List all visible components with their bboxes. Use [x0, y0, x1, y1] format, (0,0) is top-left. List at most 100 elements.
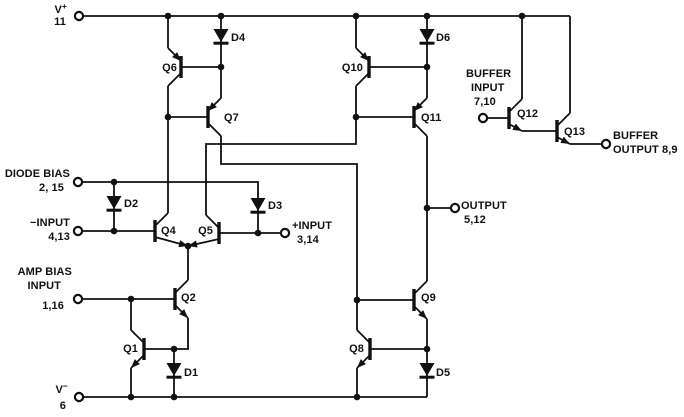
- transistor-label: Q10: [342, 62, 363, 74]
- junction-dot: [170, 345, 178, 353]
- terminal-pin-numbers: 3,14: [297, 234, 320, 246]
- diode-d5: D5: [419, 363, 450, 379]
- terminal-output: OUTPUT 5,12: [449, 200, 507, 226]
- wire: [220, 136, 358, 330]
- junction-dot: [127, 393, 135, 401]
- diode-d6: D6: [419, 29, 450, 45]
- terminal-circle-icon: [600, 138, 612, 150]
- diode-d4: D4: [213, 29, 246, 45]
- transistor-q6: Q6: [162, 47, 221, 87]
- terminal-plus-input: +INPUT 3,14: [279, 220, 332, 246]
- diode-anode-triangle-icon: [213, 29, 229, 42]
- junction-dot: [423, 345, 431, 353]
- npn-emitter-arrow-icon: [512, 123, 522, 131]
- diode-label: D5: [436, 367, 450, 379]
- collector-lead: [207, 122, 222, 137]
- terminal-diode-bias: DIODE BIAS 2, 15: [5, 168, 84, 194]
- diode-d1: D1: [166, 363, 198, 379]
- terminal-pin-numbers: 6: [60, 400, 66, 412]
- terminal-label: INPUT: [28, 280, 62, 292]
- terminal-label: +INPUT: [292, 220, 332, 232]
- junction-dot: [352, 12, 360, 20]
- npn-emitter-arrow-icon: [131, 359, 140, 368]
- transistor-q4: Q4: [82, 212, 189, 248]
- transistor-q12: Q12: [487, 98, 538, 132]
- pnp-emitter-arrow-icon: [208, 102, 217, 111]
- wire: [175, 318, 189, 350]
- transistor-label: Q7: [224, 112, 239, 124]
- terminal-pin-numbers: 2, 15: [39, 182, 64, 194]
- terminal-circle-icon: [279, 227, 291, 239]
- npn-emitter-arrow-icon: [357, 359, 366, 368]
- terminal-pin-numbers: 5,12: [464, 214, 486, 226]
- transistor-q7: Q7: [168, 97, 239, 137]
- terminal-v-plus: V+11: [54, 1, 85, 28]
- junction-dot: [254, 229, 262, 237]
- wire: [82, 181, 259, 233]
- transistor-label: Q13: [564, 126, 585, 138]
- diode-label: D2: [124, 198, 138, 210]
- terminal-circle-icon: [449, 202, 461, 214]
- junction-dot: [164, 12, 172, 20]
- diode-d2: D2: [106, 196, 138, 212]
- terminal-label: OUTPUT: [461, 200, 507, 212]
- junction-dot: [110, 227, 118, 235]
- terminal-circle-icon: [73, 391, 85, 403]
- collector-lead: [556, 112, 571, 127]
- collector-lead: [154, 212, 169, 227]
- transistor-label: Q1: [123, 343, 138, 355]
- transistor-label: Q8: [349, 343, 364, 355]
- npn-emitter-arrow-icon: [560, 136, 570, 144]
- collector-lead: [355, 72, 370, 87]
- terminal-circle-icon: [73, 10, 85, 22]
- terminal-label: V−: [55, 381, 68, 396]
- junction-dot: [353, 296, 361, 304]
- junction-dot: [217, 12, 225, 20]
- junction-dot: [423, 204, 431, 212]
- transistor-q11: Q11: [356, 97, 442, 137]
- diode-label: D1: [184, 367, 198, 379]
- diode-anode-triangle-icon: [419, 29, 435, 42]
- junction-dot: [353, 393, 361, 401]
- collector-lead: [413, 122, 428, 137]
- wire: [205, 117, 357, 215]
- terminal-label: DIODE BIAS: [5, 168, 70, 180]
- transistor-q10: Q10: [342, 47, 427, 87]
- collector-lead: [356, 329, 371, 344]
- transistor-q9: Q9: [357, 280, 436, 320]
- diode-anode-triangle-icon: [419, 363, 435, 376]
- junction-dot: [110, 178, 118, 186]
- collector-lead: [130, 329, 145, 344]
- junction-dot: [423, 63, 431, 71]
- diode-anode-triangle-icon: [166, 363, 182, 376]
- collector-lead: [205, 214, 220, 229]
- junction-dot: [127, 295, 135, 303]
- transistor-q5: Q5: [187, 214, 281, 248]
- transistor-label: Q9: [421, 292, 436, 304]
- transistor-label: Q2: [181, 292, 196, 304]
- collector-lead: [174, 279, 189, 294]
- transistor-label: Q11: [421, 112, 442, 124]
- pnp-emitter-arrow-icon: [172, 52, 181, 61]
- junction-dot: [518, 12, 526, 20]
- collector-lead: [167, 72, 182, 87]
- pnp-emitter-arrow-icon: [414, 102, 423, 111]
- transistor-q1: Q1: [123, 329, 172, 369]
- transistor-q2: Q2: [82, 279, 196, 319]
- terminal-label: BUFFER: [466, 68, 511, 80]
- junction-dot: [170, 393, 178, 401]
- terminal-circle-icon: [477, 112, 489, 124]
- terminal-pin-numbers: 4,13: [48, 231, 70, 243]
- transistor-label: Q4: [161, 225, 177, 237]
- junction-dot: [352, 113, 360, 121]
- collector-lead: [413, 280, 428, 295]
- diode-anode-triangle-icon: [250, 198, 266, 211]
- diode-label: D4: [231, 32, 246, 44]
